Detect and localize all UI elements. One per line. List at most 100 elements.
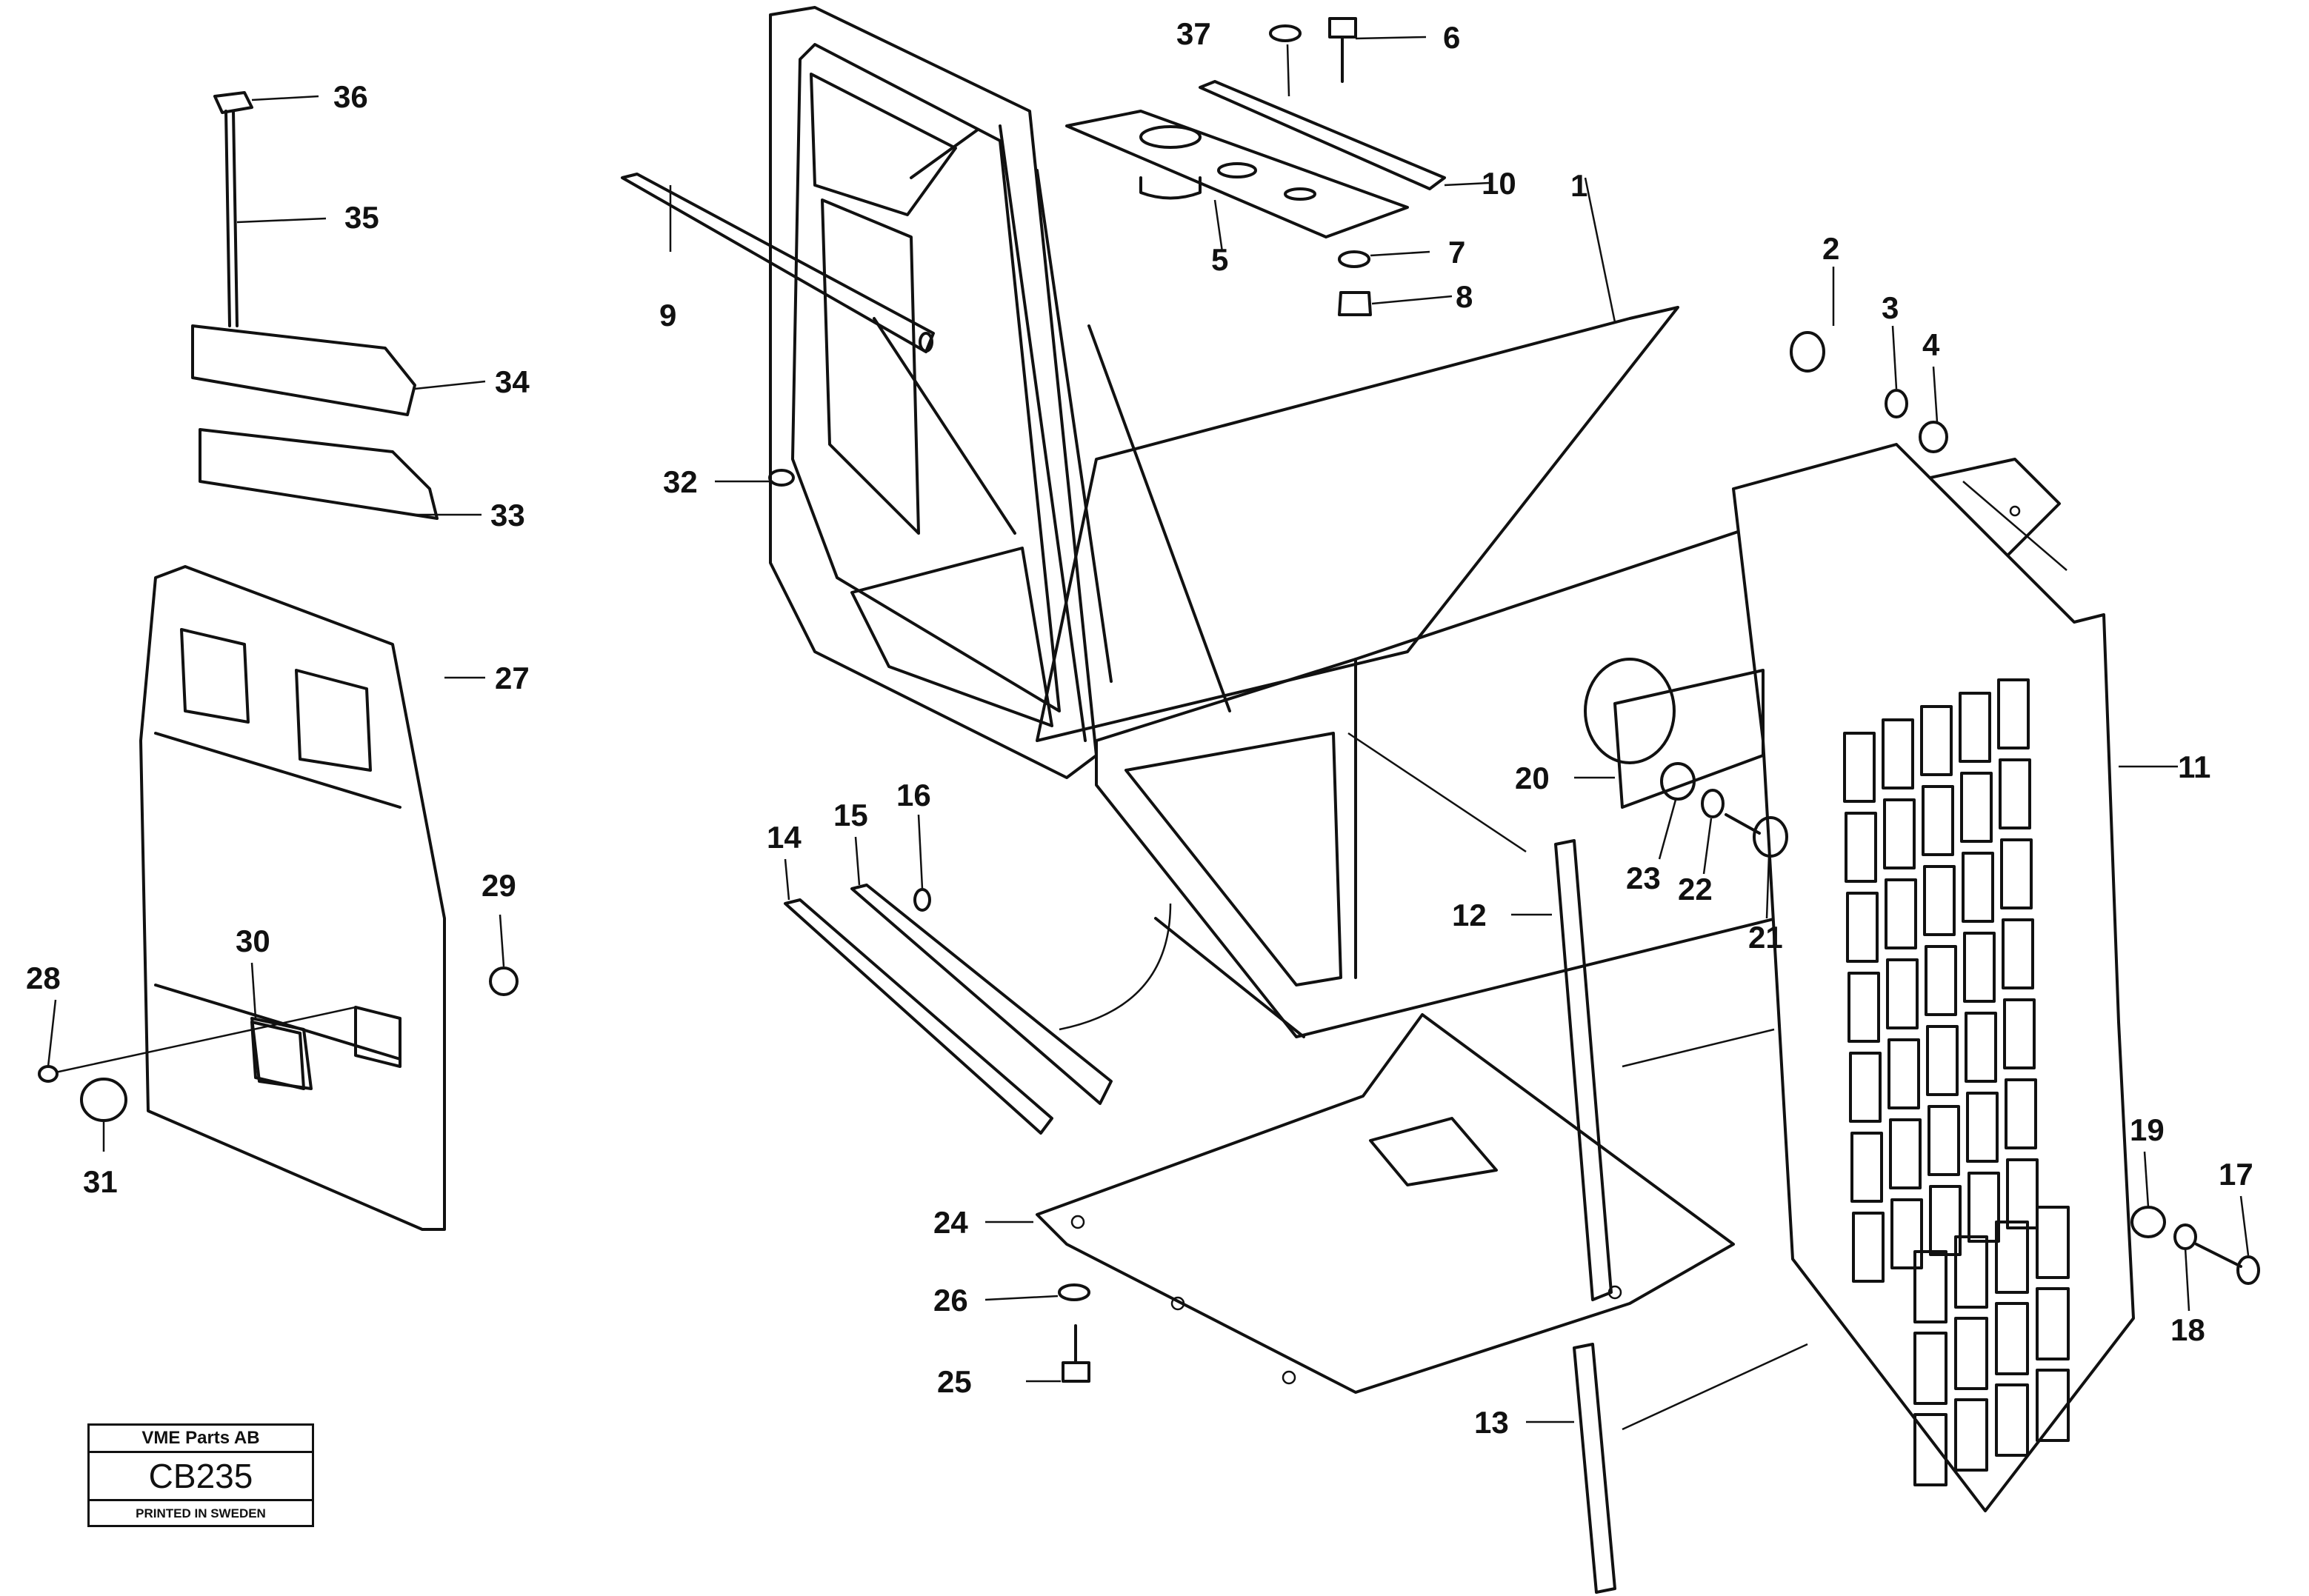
callout-7: 7: [1448, 235, 1465, 270]
grille-cell: [1923, 865, 1956, 936]
callout-6: 6: [1443, 20, 1460, 55]
grille-cell: [1965, 1012, 1997, 1083]
grille-cell: [1954, 1235, 1988, 1309]
callout-5: 5: [1211, 242, 1228, 277]
grille-cell: [2036, 1369, 2070, 1442]
grille-cell: [1963, 932, 1996, 1003]
callout-13: 13: [1474, 1405, 1509, 1440]
grille-cell: [1885, 878, 1917, 949]
callout-9: 9: [659, 298, 676, 333]
grille-cell: [1968, 1172, 2000, 1243]
grille-cell: [1883, 798, 1916, 869]
grille-cell: [1995, 1302, 2029, 1375]
callout-25: 25: [937, 1364, 972, 1399]
grille-cell: [1882, 718, 1914, 789]
grille-cell: [1846, 892, 1879, 963]
leader-lines: [47, 36, 2250, 1431]
grille-cell: [2002, 918, 2034, 989]
grille-cell: [1852, 1212, 1885, 1283]
callout-4: 4: [1922, 327, 1940, 362]
grille-cells: [1843, 678, 2070, 1486]
grille-cell: [2036, 1206, 2070, 1279]
callout-28: 28: [26, 961, 61, 995]
callout-36: 36: [333, 79, 368, 114]
side-panel-part-27: [139, 565, 446, 1231]
grille-cell: [1890, 1198, 1923, 1269]
callout-33: 33: [490, 498, 525, 532]
callout-37: 37: [1176, 16, 1211, 51]
grille-cell: [1962, 852, 1994, 923]
callout-3: 3: [1882, 290, 1899, 325]
grille-cell: [2000, 838, 2033, 909]
drawing-code: CB235: [90, 1453, 312, 1501]
strip-part-15: [850, 884, 1113, 1105]
grille-cell: [2003, 998, 2036, 1069]
printed-in: PRINTED IN SWEDEN: [136, 1506, 266, 1520]
grille-cell: [1845, 812, 1877, 883]
plate-part-20: [1613, 669, 1765, 809]
main-frame: [769, 6, 2061, 1038]
callout-29: 29: [482, 868, 516, 903]
callout-22: 22: [1678, 872, 1713, 906]
grille-cell: [2005, 1078, 2037, 1149]
callout-30: 30: [236, 924, 270, 958]
grille-cell: [1887, 1038, 1920, 1109]
grille-cell: [1843, 732, 1876, 803]
bar-part-9: [621, 173, 935, 353]
block-part-33: [199, 428, 439, 520]
grille-cell: [1995, 1221, 2029, 1294]
callout-17: 17: [2219, 1157, 2253, 1192]
grille-cell: [1959, 692, 1991, 763]
callout-11: 11: [2178, 749, 2210, 784]
callout-16: 16: [896, 778, 931, 812]
callout-labels: 1 2 3 4 5 6 7 8 9 10 11 12 13 14 15 16 1…: [26, 16, 2253, 1440]
grille-cell: [1925, 945, 1957, 1016]
rod-part-13: [1573, 1343, 1616, 1594]
grille-cell: [1926, 1025, 1959, 1096]
callout-34: 34: [495, 364, 530, 399]
grille-cell: [1922, 785, 1954, 856]
callout-32: 32: [663, 464, 698, 499]
callout-8: 8: [1456, 279, 1473, 314]
grille-cell: [1850, 1132, 1883, 1203]
callout-2: 2: [1822, 231, 1839, 266]
grille-cell: [1960, 772, 1993, 843]
grille-cell: [1913, 1332, 1948, 1405]
callout-24: 24: [933, 1205, 968, 1240]
callout-21: 21: [1748, 920, 1783, 955]
callout-23: 23: [1626, 861, 1661, 895]
floor-plate-part-24: [1036, 1013, 1735, 1394]
grille-cell: [1954, 1398, 1988, 1472]
grille-cell: [1920, 705, 1953, 776]
grille-cell: [1995, 1383, 2029, 1457]
callout-31: 31: [83, 1164, 118, 1199]
grille-cell: [1928, 1105, 1960, 1176]
callout-15: 15: [833, 798, 868, 832]
strip-part-14: [784, 898, 1053, 1135]
fasteners: [38, 17, 2260, 1383]
callout-26: 26: [933, 1283, 968, 1318]
block-part-34: [191, 324, 416, 416]
grille-cell: [1889, 1118, 1922, 1189]
callout-20: 20: [1515, 761, 1550, 795]
grille-cell: [2006, 1158, 2039, 1229]
grille-cell: [1886, 958, 1919, 1029]
callout-12: 12: [1452, 898, 1487, 932]
rod-part-12: [1554, 839, 1613, 1301]
grille-cell: [1997, 678, 2030, 749]
strip-part-10: [1199, 80, 1446, 190]
grille-cell: [1913, 1250, 1948, 1323]
grille-cell: [1966, 1092, 1999, 1163]
callout-14: 14: [767, 820, 802, 855]
grille-cell: [2036, 1287, 2070, 1360]
grille-cell: [1849, 1052, 1882, 1123]
callout-27: 27: [495, 661, 530, 695]
callout-18: 18: [2170, 1312, 2205, 1347]
callout-1: 1: [1570, 168, 1587, 203]
grille-cell: [1954, 1317, 1988, 1390]
grille-cell: [1913, 1413, 1948, 1486]
grille-cell: [1847, 972, 1880, 1043]
callout-10: 10: [1482, 166, 1516, 201]
top-plate-part-5: [1065, 110, 1409, 238]
